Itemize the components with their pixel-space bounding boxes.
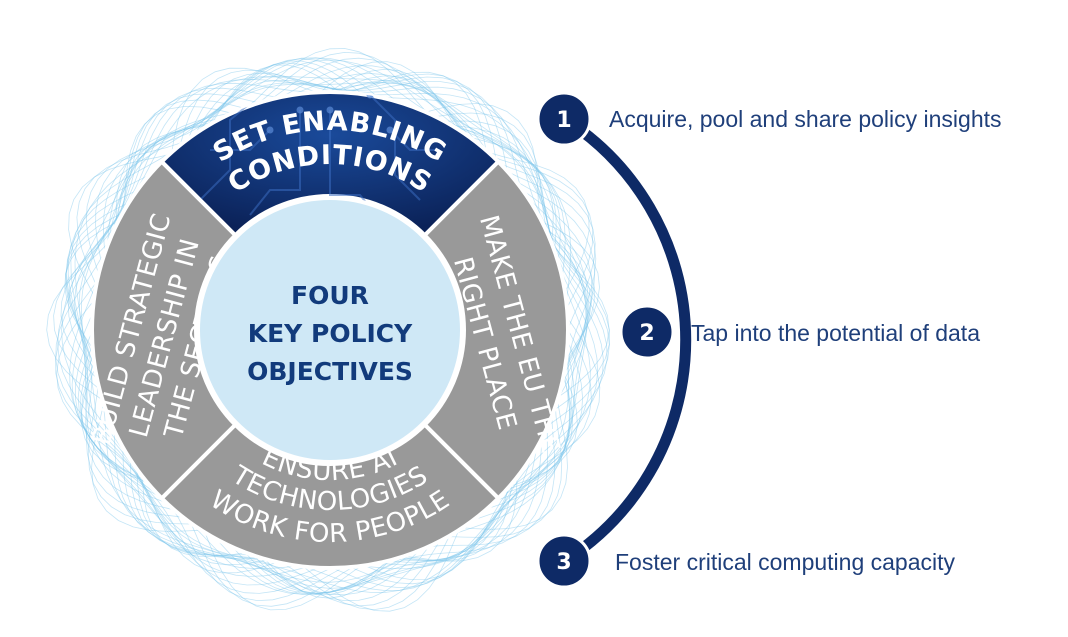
wave-line bbox=[67, 79, 587, 595]
wave-line bbox=[55, 51, 592, 585]
circuit-node bbox=[266, 126, 274, 134]
circuit-node bbox=[386, 126, 394, 134]
circuit-trace bbox=[249, 110, 301, 216]
wave-line bbox=[74, 83, 588, 595]
center-circle bbox=[196, 196, 464, 464]
center-line3: OBJECTIVES bbox=[247, 357, 413, 386]
step-3-label: Foster critical computing capacity bbox=[615, 549, 956, 575]
step-2: 2 Tap into the potential of data bbox=[619, 304, 980, 360]
wave-line bbox=[70, 82, 587, 595]
step-2-badge bbox=[619, 304, 675, 360]
steps-connector-arc bbox=[563, 115, 692, 565]
circuit-node bbox=[296, 106, 304, 114]
circuit-trace bbox=[389, 129, 440, 151]
wave-pattern-background bbox=[46, 48, 610, 612]
step-3-badge bbox=[536, 533, 592, 589]
step-1-badge bbox=[536, 91, 592, 147]
step-2-label: Tap into the potential of data bbox=[691, 320, 980, 346]
wave-line bbox=[66, 76, 588, 594]
circuit-node bbox=[326, 106, 334, 114]
step-3-number: 3 bbox=[556, 550, 571, 575]
center-line2: KEY POLICY bbox=[248, 319, 413, 348]
wave-line bbox=[57, 65, 575, 592]
step-1-number: 1 bbox=[556, 108, 571, 133]
step-2-number: 2 bbox=[639, 321, 654, 346]
wave-line bbox=[46, 61, 590, 612]
center-line1: FOUR bbox=[291, 281, 369, 310]
circuit-node bbox=[256, 92, 264, 99]
wave-line bbox=[55, 57, 584, 589]
circuit-trace bbox=[369, 94, 421, 201]
outer-ring bbox=[90, 90, 570, 570]
wave-line bbox=[61, 73, 572, 593]
step-3: 3 Foster critical computing capacity bbox=[536, 533, 956, 589]
circuit-trace bbox=[210, 129, 271, 151]
wave-line bbox=[69, 59, 591, 570]
wave-line bbox=[65, 72, 591, 594]
step-1: 1 Acquire, pool and share policy insight… bbox=[536, 91, 1002, 147]
step-1-label: Acquire, pool and share policy insights bbox=[609, 106, 1002, 132]
